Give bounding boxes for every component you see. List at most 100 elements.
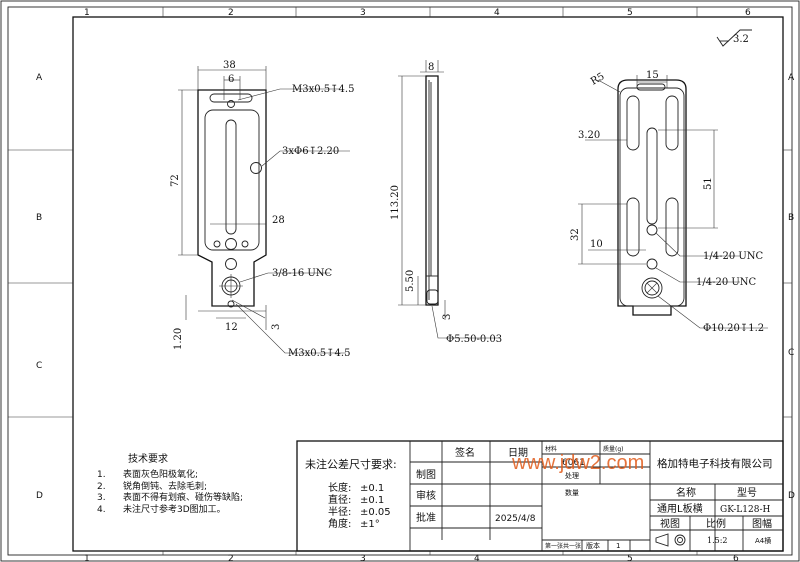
zone-col-2-top: 2	[228, 8, 234, 18]
model-label: 型号	[737, 486, 757, 499]
tolerance-label: 直径:	[328, 493, 351, 506]
side-dim-8: 8	[428, 62, 434, 73]
front-callout-bottom-hole: M3x0.5↧4.5	[288, 348, 350, 359]
material-value: 6061	[562, 458, 585, 468]
scale-label: 比例	[706, 517, 726, 530]
zone-row-c-right: C	[788, 348, 794, 358]
row-check: 审核	[416, 489, 436, 502]
tolerance-value: ±0.1	[360, 483, 384, 494]
projection-cone-icon	[655, 533, 669, 547]
front-dim-28: 28	[272, 215, 285, 226]
back-big-hole-inner	[644, 280, 660, 296]
tech-note-num: 2.	[97, 482, 106, 492]
tolerance-value: ±1°	[360, 519, 380, 530]
back-callout-unc2: 1/4-20 UNC	[696, 277, 757, 288]
tech-note-text: 表面灰色阳极氧化;	[123, 468, 198, 480]
front-hole-1	[250, 162, 262, 174]
back-dim-51: 51	[703, 177, 714, 190]
zone-row-a-left: A	[36, 73, 43, 83]
back-hole-2	[646, 258, 658, 270]
tolerance-label: 长度:	[328, 481, 351, 494]
watermark: www.jdw2.com	[511, 452, 644, 474]
side-slot	[426, 289, 439, 305]
front-hole-5	[225, 258, 237, 270]
zone-col-5-top: 5	[627, 8, 633, 18]
zone-col-2-bottom: 2	[228, 554, 234, 562]
front-callout-thread: 3/8-16 UNC	[272, 268, 333, 279]
back-dim-r5: R5	[589, 71, 607, 87]
front-hole-4	[241, 240, 249, 248]
zone-col-5-bottom: 5	[627, 554, 633, 562]
zone-row-b-right: B	[788, 213, 794, 223]
zone-frame	[7, 6, 793, 556]
zone-row-c-left: C	[36, 361, 42, 371]
company-name: 格加特电子科技有限公司	[657, 457, 773, 470]
tolerance-label: 半径:	[328, 505, 351, 518]
version-label: 版本	[586, 541, 600, 550]
name-label: 名称	[676, 486, 696, 499]
zone-col-6-top: 6	[745, 8, 751, 18]
tolerance-value: ±0.05	[360, 507, 391, 518]
tolerance-value: ±0.1	[360, 495, 384, 506]
zone-col-3-bottom: 3	[360, 554, 366, 562]
sheet-label: 图幅	[752, 517, 772, 530]
view-label: 视图	[660, 517, 680, 530]
zone-col-4-top: 4	[494, 8, 500, 18]
back-callout-unc1: 1/4-20 UNC	[703, 251, 764, 262]
material-label: 材料	[545, 445, 557, 453]
side-dim-113: 113.20	[390, 185, 401, 220]
back-slot-1	[626, 95, 640, 151]
front-pocket	[204, 109, 260, 251]
zone-row-d-left: D	[36, 491, 43, 501]
back-outline	[617, 79, 687, 316]
back-dim-15: 15	[646, 70, 659, 81]
back-slot-2	[626, 197, 640, 257]
tech-notes-title: 技术要求	[128, 452, 168, 465]
qty-label: 数量	[565, 488, 579, 497]
front-callout-holes: 3xΦ6↧2.20	[282, 146, 339, 157]
zone-row-b-left: B	[36, 213, 42, 223]
front-bottom-hole	[227, 300, 235, 308]
front-top-hole	[227, 100, 235, 108]
back-slot-3	[665, 95, 679, 151]
front-dim-3: 3	[271, 324, 282, 330]
zone-col-6-bottom: 6	[733, 554, 739, 562]
back-center-slot	[646, 127, 658, 225]
side-callout-dia: Φ5.50-0.03	[446, 334, 502, 345]
tech-note-num: 3.	[97, 493, 106, 503]
front-dim-12: 12	[225, 322, 238, 333]
side-outline	[425, 75, 439, 306]
back-slot-4	[665, 197, 679, 257]
scale-value: 1.5:2	[707, 536, 728, 545]
weight-label: 质量(g)	[603, 445, 624, 453]
side-dim-5-50: 5.50	[405, 270, 416, 292]
side-dim-3: 3	[442, 314, 453, 320]
tech-note-text: 表面不得有划痕、碰伤等缺陷;	[123, 491, 243, 503]
tolerance-title: 未注公差尺寸要求:	[305, 457, 397, 471]
version-value: 1	[616, 542, 620, 550]
zone-col-1-bottom: 1	[84, 554, 90, 562]
model-value: GK-L128-H	[720, 505, 770, 515]
row-approve: 批准	[416, 511, 436, 524]
tech-note-num: 4.	[97, 505, 106, 515]
zone-col-1-top: 1	[84, 8, 90, 18]
zone-col-4-bottom: 4	[474, 554, 480, 562]
zone-ticks	[8, 7, 792, 555]
process-label: 处理	[565, 471, 579, 480]
sheet-value: A4横	[755, 536, 771, 545]
front-top-slot	[209, 93, 253, 103]
page-info: 第一张共一张	[545, 542, 581, 550]
front-outline	[197, 89, 267, 307]
front-dim-1-20: 1.20	[173, 328, 184, 350]
zone-row-a-right: A	[788, 73, 795, 83]
zone-row-d-right: D	[788, 491, 795, 501]
back-callout-dia: Φ10.20↧1.2	[703, 323, 764, 334]
sign-header: 签名	[455, 446, 475, 459]
roughness-symbol: 3.2	[716, 29, 752, 47]
back-hole-1	[646, 224, 658, 236]
roughness-value: 3.2	[733, 34, 749, 45]
back-dim-32: 32	[570, 228, 581, 241]
back-dim-3-20: 3.20	[578, 130, 600, 141]
